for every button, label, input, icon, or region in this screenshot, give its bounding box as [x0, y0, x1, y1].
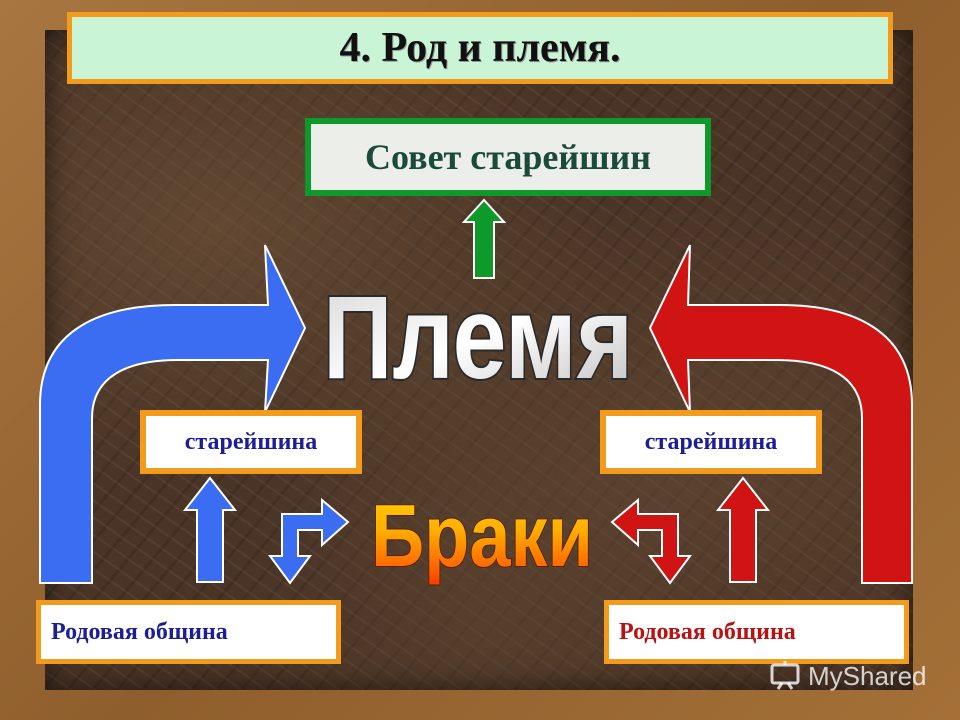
blue-curved-arrow-icon	[39, 244, 307, 584]
marriages-wordart: Браки	[371, 486, 593, 585]
elder-box-right: старейшина	[600, 410, 822, 474]
clan-community-box-right: Родовая община	[604, 600, 909, 664]
tribe-wordart: Племя	[323, 272, 633, 404]
red-bent-arrow-icon	[610, 497, 692, 585]
elder-box-left: старейшина	[140, 410, 362, 474]
council-of-elders-box: Совет старейшин	[305, 118, 711, 196]
blue-bent-arrow-icon	[268, 497, 350, 585]
watermark-text: MyShared	[808, 660, 927, 691]
red-curved-arrow-icon	[648, 244, 913, 584]
presentation-icon	[770, 661, 800, 690]
green-up-arrow-icon	[461, 198, 507, 279]
clan-community-box-left: Родовая община	[36, 600, 341, 664]
watermark: MyShared	[768, 656, 927, 696]
red-up-arrow-icon	[715, 476, 771, 583]
slide-title: 4. Род и племя.	[67, 12, 893, 84]
blue-up-arrow-icon	[182, 476, 238, 583]
